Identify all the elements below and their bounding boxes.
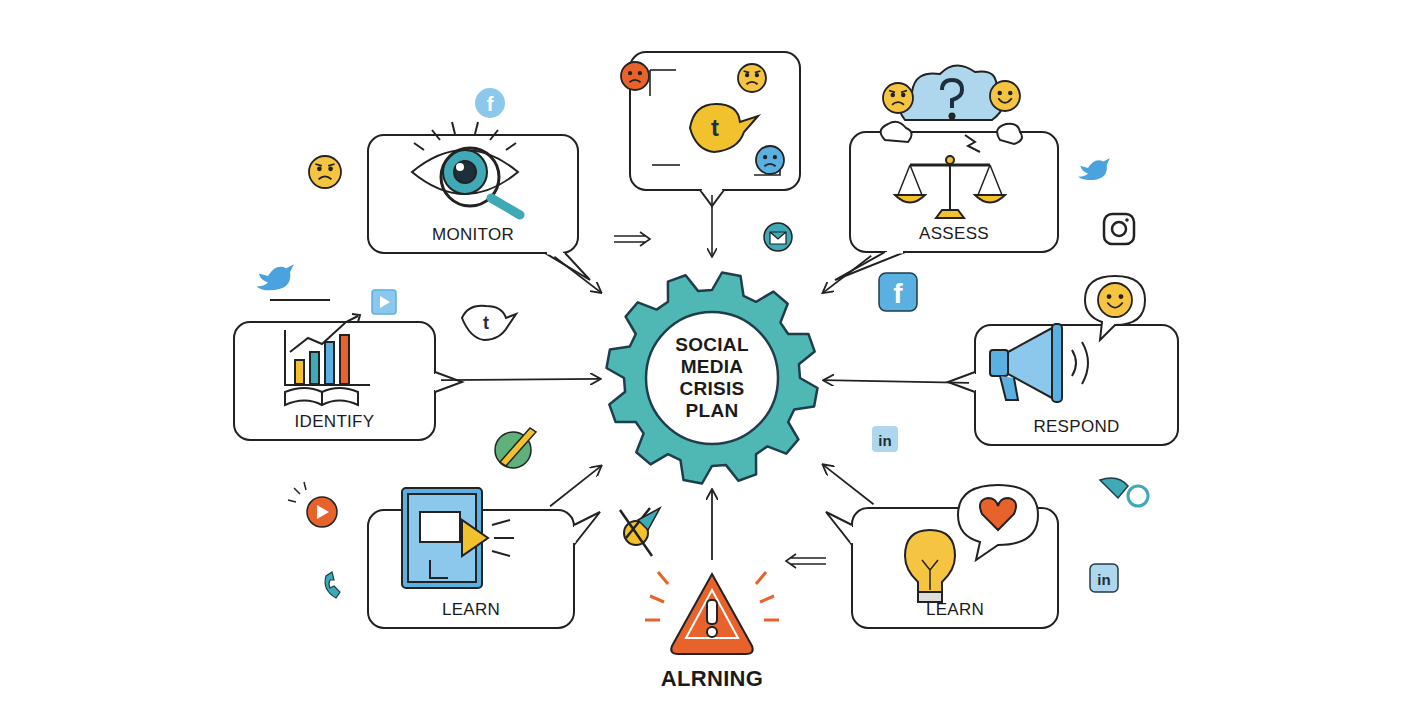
bubble-joins bbox=[435, 190, 975, 543]
connector-arrow bbox=[554, 257, 600, 293]
logo-letter: t bbox=[483, 314, 489, 332]
learn-bubble: LEARN bbox=[852, 508, 1058, 628]
book-play-icon bbox=[402, 488, 514, 588]
logo-letter: t bbox=[711, 116, 719, 140]
gear-hub: SOCIAL MEDIA CRISIS PLAN bbox=[604, 270, 820, 486]
eye-magnifier-icon bbox=[412, 122, 520, 215]
bulb-heart-icon bbox=[905, 485, 1038, 602]
node-label: IDENTIFY bbox=[295, 412, 375, 432]
node-label: RESPOND bbox=[1033, 417, 1119, 437]
connector-arrow bbox=[441, 379, 600, 380]
node-label: ALRNING bbox=[661, 666, 763, 692]
monitor-bubble: MONITOR bbox=[368, 135, 578, 253]
logo-letter: f bbox=[893, 280, 902, 308]
logo-letter: in bbox=[878, 433, 891, 448]
warning-triangle bbox=[645, 572, 779, 654]
megaphone-icon bbox=[990, 276, 1145, 402]
node-label: LEARN bbox=[926, 600, 984, 620]
connector-arrow bbox=[550, 466, 601, 506]
identify-bubble: IDENTIFY bbox=[234, 322, 435, 440]
node-label: LEARN bbox=[442, 600, 500, 620]
decorative-icons bbox=[256, 62, 1148, 598]
logo-letter: f bbox=[487, 94, 494, 114]
node-label: MONITOR bbox=[432, 225, 514, 245]
respond-bubble: RESPOND bbox=[975, 325, 1178, 445]
speech-bubbles bbox=[234, 52, 1178, 628]
cloud-question-icon bbox=[881, 65, 1022, 218]
node-label: SOCIAL MEDIA CRISIS PLAN bbox=[652, 334, 772, 421]
learn-bubble: LEARN bbox=[368, 510, 574, 628]
connector-arrow bbox=[823, 256, 871, 293]
node-label: ASSESS bbox=[919, 224, 989, 244]
connector-arrow bbox=[824, 380, 969, 383]
logo-letter: in bbox=[1097, 572, 1110, 587]
gear-shape bbox=[607, 273, 818, 484]
connector-arrow bbox=[823, 465, 873, 504]
warning-node: ALRNING bbox=[652, 566, 772, 700]
chart-book-icon bbox=[270, 300, 370, 405]
assess-bubble: ASSESS bbox=[850, 132, 1058, 252]
connector-arrow bbox=[711, 490, 713, 560]
